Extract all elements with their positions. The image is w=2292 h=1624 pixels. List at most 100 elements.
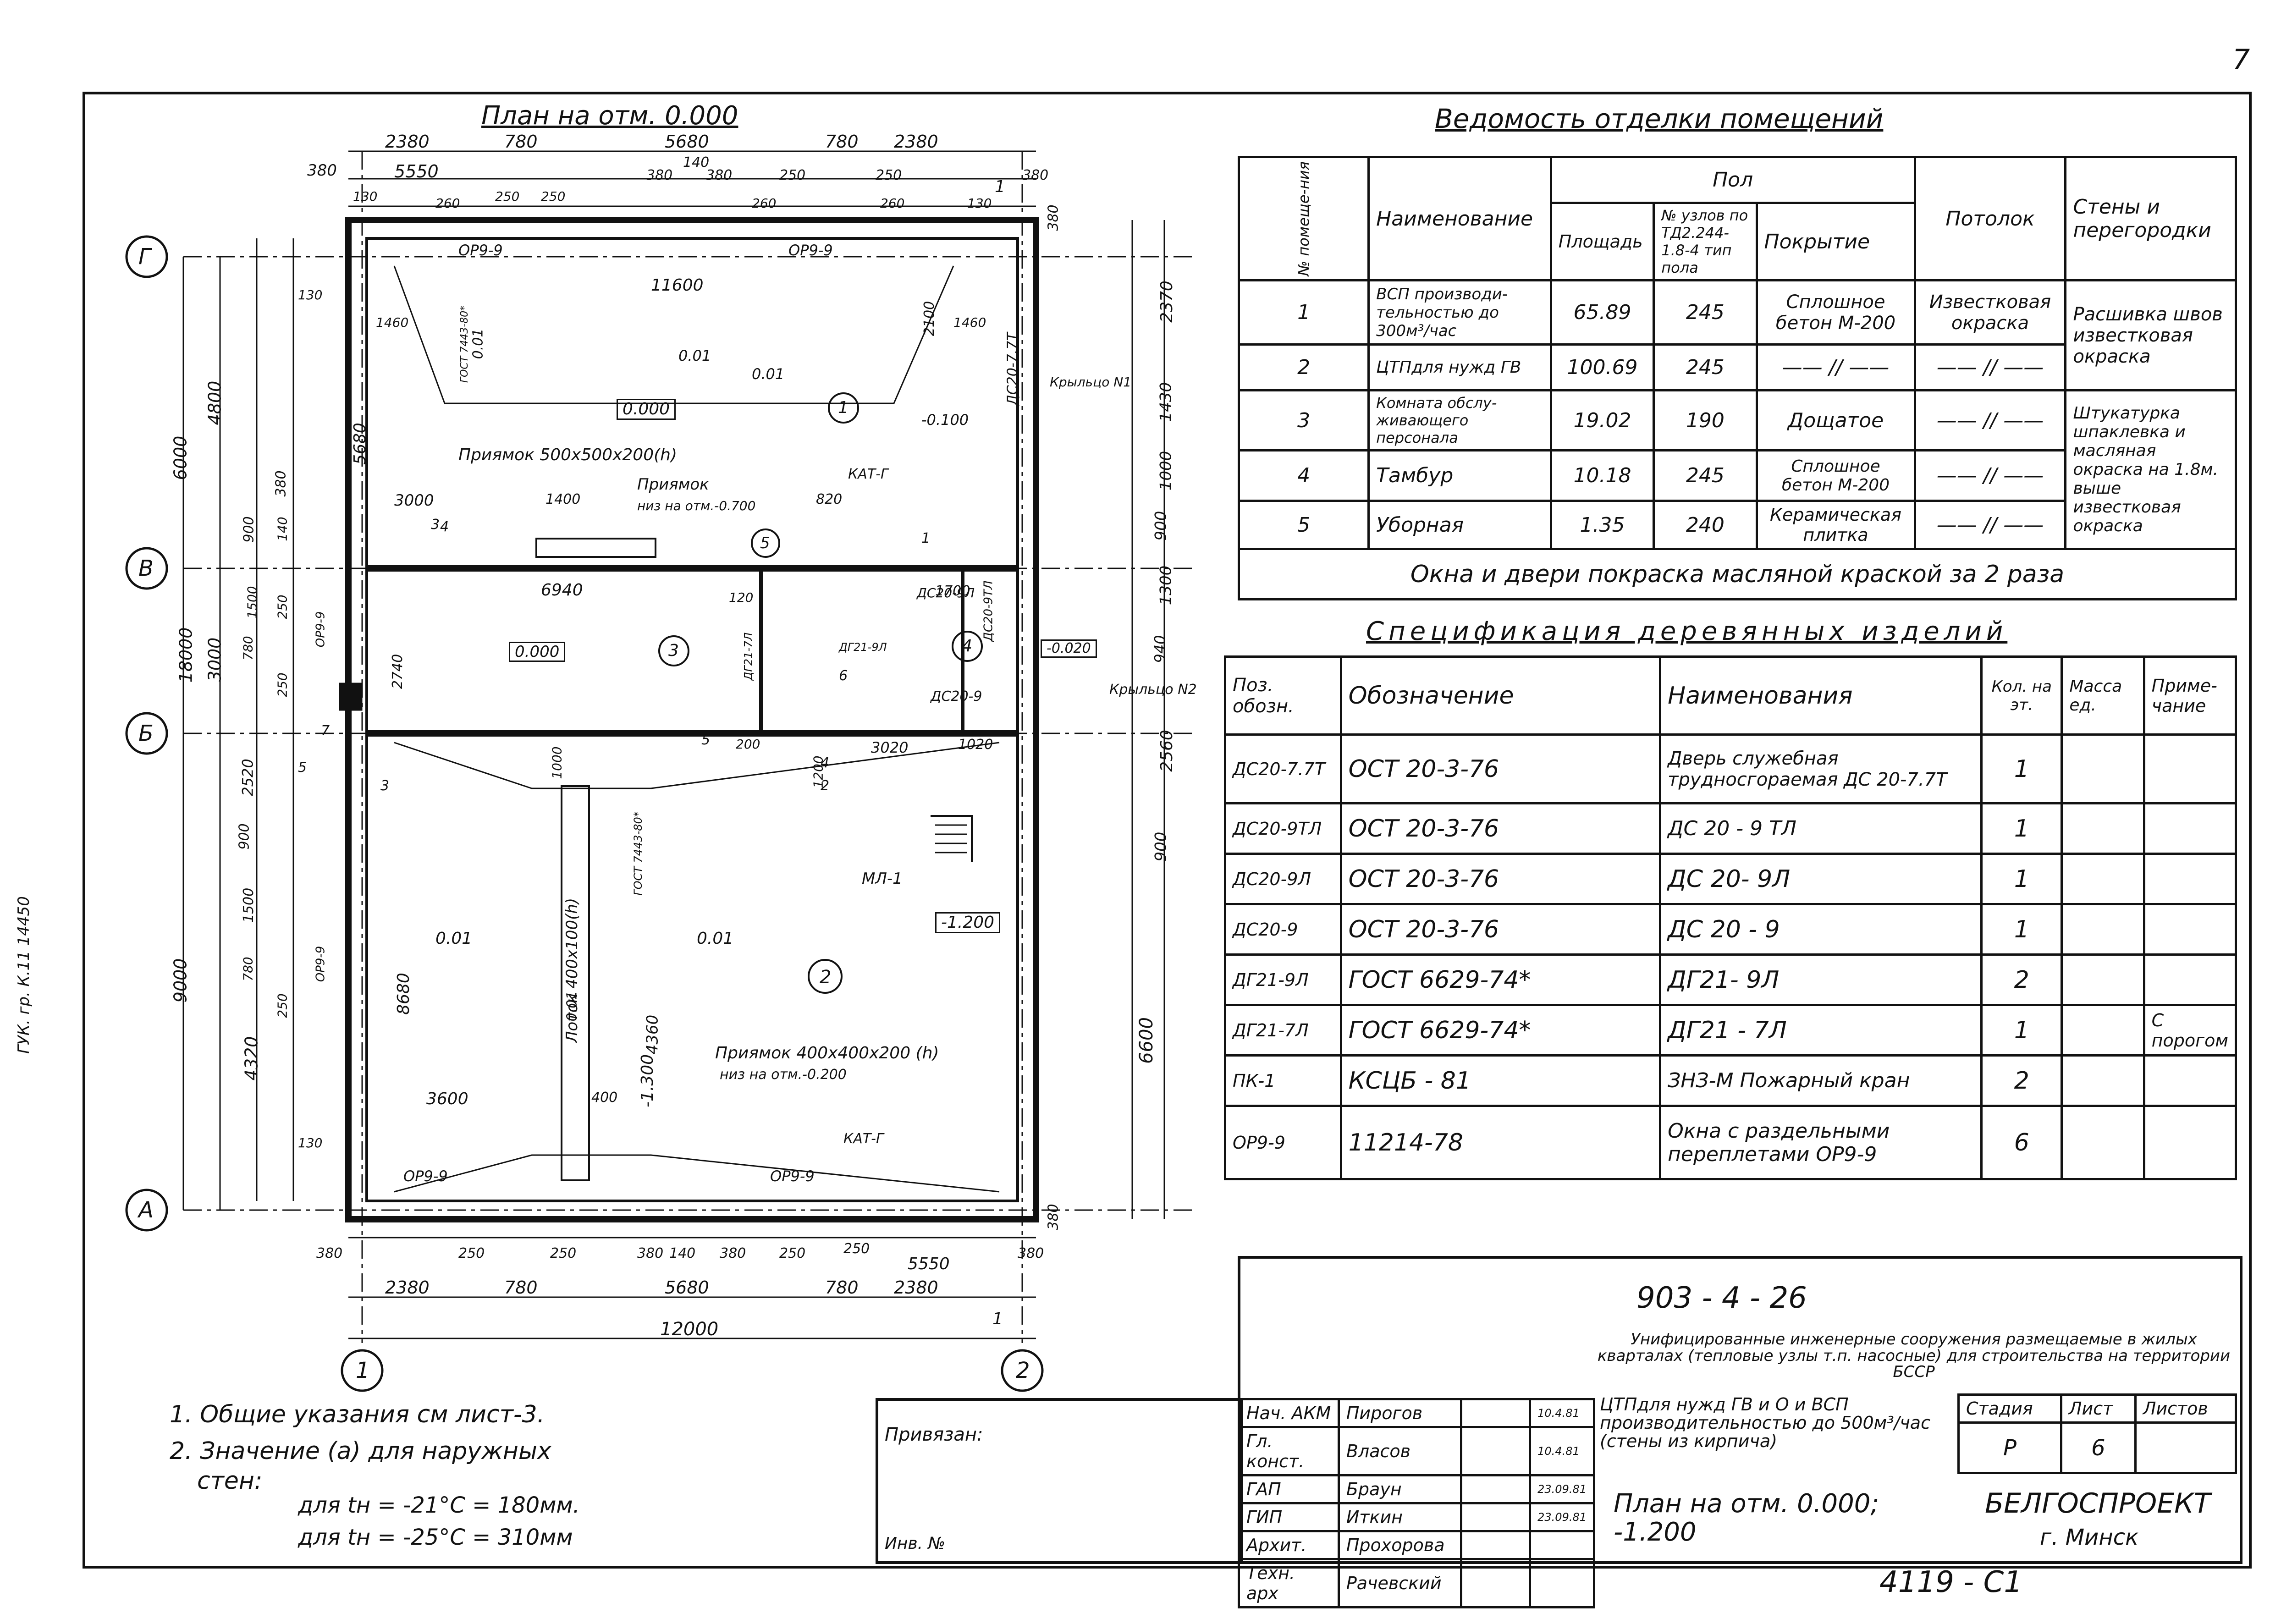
dim: 3020 bbox=[871, 739, 909, 756]
stair-label: МЛ-1 bbox=[862, 870, 903, 888]
dim: 380 bbox=[273, 470, 289, 497]
dim: 4360 bbox=[643, 1014, 662, 1055]
room-number: 1 bbox=[838, 398, 848, 417]
dim: 260 bbox=[435, 196, 460, 211]
axis-label-a: А bbox=[138, 1197, 154, 1223]
spec-title: Спецификация деревянных изделий bbox=[1366, 617, 2008, 646]
col-num: № помеще-ния bbox=[1237, 156, 1370, 281]
window-label: ОР9-9 bbox=[403, 1167, 448, 1185]
dim: 5680 bbox=[665, 132, 709, 152]
axis-label-g: Г bbox=[138, 244, 151, 270]
axis-marker-b bbox=[125, 712, 168, 755]
window-label: ОР9-9 bbox=[788, 242, 833, 259]
finish-title: Ведомость отделки помещений bbox=[1435, 103, 1884, 134]
room-marker bbox=[808, 959, 843, 994]
dim: 380 bbox=[1018, 1245, 1044, 1261]
porch-label: Крыльцо N1 bbox=[1050, 374, 1132, 390]
dim: 250 bbox=[779, 1245, 806, 1261]
room-marker bbox=[828, 392, 859, 424]
level-mark: -1.200 bbox=[935, 912, 1001, 933]
dim: 200 bbox=[736, 737, 760, 752]
dim: 130 bbox=[298, 1135, 323, 1151]
dim: 2380 bbox=[385, 132, 430, 152]
category-label: КАТ-Г bbox=[843, 1131, 884, 1147]
dim: 5550 bbox=[394, 161, 439, 182]
dim: 250 bbox=[275, 595, 290, 619]
dim: 250 bbox=[779, 167, 806, 183]
col-floor: Пол bbox=[1549, 156, 1916, 204]
slope-mark: 0.01 bbox=[435, 929, 473, 948]
dim: 780 bbox=[240, 636, 256, 661]
inner-wall-line bbox=[365, 237, 1019, 1202]
dim: 1460 bbox=[376, 315, 409, 330]
dim: 400 bbox=[591, 1090, 618, 1106]
note-2b: стен: bbox=[197, 1467, 263, 1495]
axis-label-b: Б bbox=[138, 721, 154, 746]
dim: 1430 bbox=[1157, 382, 1175, 422]
dim: 5680 bbox=[665, 1277, 709, 1298]
dim: 780 bbox=[504, 132, 538, 152]
door-label: ДС20-9 bbox=[931, 688, 982, 705]
finish-row: 1 ВСП производи-тельностью до 300м³/час … bbox=[1237, 279, 2237, 391]
dim: 780 bbox=[504, 1277, 538, 1298]
dim: 380 bbox=[706, 167, 733, 183]
dim: 250 bbox=[541, 189, 566, 204]
dim: 5550 bbox=[908, 1255, 950, 1273]
axis-marker-2 bbox=[1001, 1349, 1044, 1392]
dim: 2740 bbox=[390, 654, 406, 689]
window-label: ОР9-9 bbox=[314, 611, 328, 648]
inventory-label: Инв. № bbox=[885, 1534, 946, 1553]
pit-label: Приямок bbox=[637, 475, 709, 494]
col-name: Наименование bbox=[1367, 156, 1552, 281]
dim: 250 bbox=[876, 167, 902, 183]
dim: 1700 bbox=[935, 583, 970, 599]
dim: 1000 bbox=[549, 746, 565, 779]
room-number: 2 bbox=[820, 967, 832, 988]
window-label: ОР9-9 bbox=[458, 242, 503, 259]
door-label: ДГ21-9Л bbox=[839, 641, 887, 654]
pit-label: Приямок 400x400x200 (h) bbox=[715, 1044, 939, 1062]
axis-marker-v bbox=[125, 547, 168, 590]
tray-label: Лоток 400x100(h) bbox=[563, 897, 582, 1043]
sheet-corner-number: 7 bbox=[2232, 44, 2250, 76]
pit-bottom: низ на отм.-0.200 bbox=[720, 1067, 847, 1083]
dim: 260 bbox=[880, 196, 905, 211]
axis-marker-a bbox=[125, 1189, 168, 1232]
room-number: 5 bbox=[760, 534, 770, 552]
pit-bottom: низ на отм.-0.700 bbox=[637, 498, 756, 513]
door-label: ДС20-9ТЛ bbox=[981, 580, 996, 642]
finish-table: № помеще-ния Наименование Пол Потолок Ст… bbox=[1237, 156, 2237, 600]
sheet-title: План на отм. 0.000; -1.200 bbox=[1614, 1489, 1879, 1547]
window-label: ОР9-9 bbox=[314, 946, 328, 982]
dim: 380 bbox=[720, 1245, 746, 1261]
finish-footer-row: Окна и двери покраска масляной краской з… bbox=[1238, 548, 2237, 600]
note-3: для tн = -21°С = 180мм. bbox=[298, 1492, 580, 1518]
dim: 3000 bbox=[394, 491, 434, 510]
signature-row: Архит.Прохорова bbox=[1238, 1530, 1595, 1560]
dim: 9000 bbox=[170, 958, 191, 1003]
callout: 2 bbox=[821, 778, 830, 794]
dim: 780 bbox=[240, 957, 256, 981]
window-label: ОР9-9 bbox=[770, 1167, 815, 1185]
dim: 130 bbox=[298, 287, 323, 303]
axis-label-2: 2 bbox=[1016, 1358, 1030, 1383]
callout: 4 bbox=[440, 519, 449, 535]
dim: 5680 bbox=[350, 423, 369, 465]
room-number: 3 bbox=[668, 641, 679, 660]
finish-row: 4 Тамбур 10.18 245 Сплошное бетон М-200 … bbox=[1237, 449, 2236, 502]
dim: 140 bbox=[683, 154, 710, 171]
dim: 250 bbox=[843, 1241, 870, 1257]
slope-mark: 0.01 bbox=[752, 365, 785, 383]
column-fill bbox=[339, 683, 363, 711]
col-ceiling: Потолок bbox=[1913, 156, 2067, 281]
dim: 18000 bbox=[176, 627, 196, 683]
dim: 380 bbox=[1045, 1204, 1062, 1230]
callout: 3 bbox=[431, 517, 440, 533]
callout: 4 bbox=[821, 755, 830, 771]
section-mark: 1 bbox=[992, 1310, 1003, 1328]
dim: 120 bbox=[729, 590, 754, 605]
spec-table: Поз. обозн. Обозначение Наименования Кол… bbox=[1224, 655, 2237, 1180]
